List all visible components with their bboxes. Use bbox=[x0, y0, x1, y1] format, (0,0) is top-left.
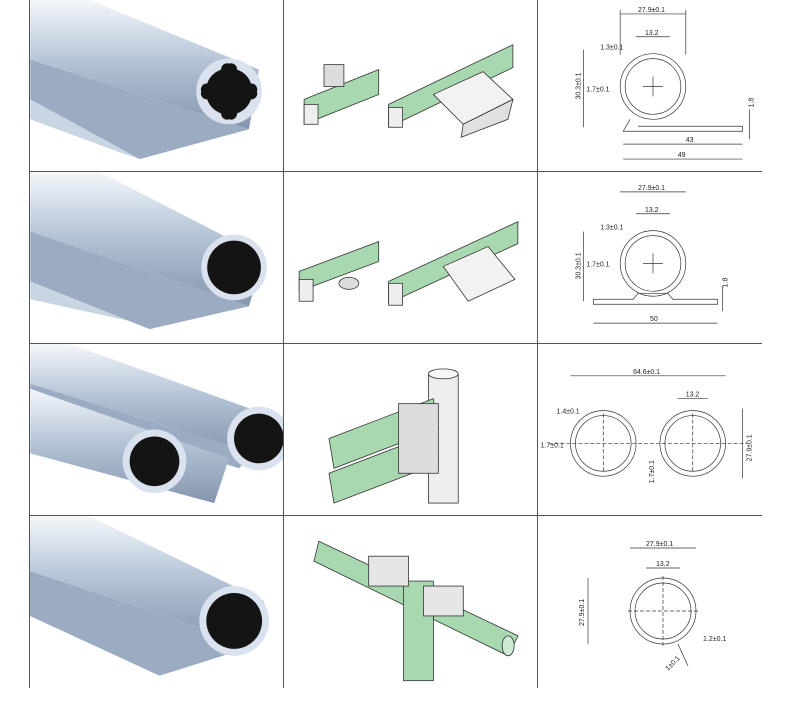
dim-width-b: 49 bbox=[678, 152, 686, 159]
dim-overall: 64.6±0.1 bbox=[633, 369, 660, 376]
dim-slot: 13.2 bbox=[645, 207, 659, 214]
photo-pipe-1 bbox=[30, 0, 284, 172]
diagram-fitting-1 bbox=[284, 0, 538, 172]
dim-height: 27.9±0.1 bbox=[579, 599, 586, 626]
dim-height: 30.3±0.1 bbox=[575, 72, 582, 99]
profile-drawing-3: 64.6±0.1 13.2 1.4±0.1 1.7±0.1 1.7±0.1 27… bbox=[538, 344, 762, 516]
dim-lip: 1.2±0.1 bbox=[703, 636, 726, 643]
diagram-fitting-3 bbox=[284, 344, 538, 516]
profile-drawing-1: 27.9±0.1 13.2 1.3±0.1 1.7±0.1 30.3±0.1 1… bbox=[538, 0, 762, 172]
photo-pipe-4 bbox=[30, 516, 284, 688]
diagram-fitting-2 bbox=[284, 172, 538, 344]
dim-wall: 1.4±0.1 bbox=[557, 409, 580, 416]
dim-outer: 27.9±0.1 bbox=[646, 541, 673, 548]
dim-width-a: 50 bbox=[650, 316, 658, 323]
dim-wall: 1±0.1 bbox=[664, 655, 681, 672]
dim-height: 30.3±0.1 bbox=[575, 252, 582, 279]
profile-drawing-2: 27.9±0.1 13.2 1.3±0.1 1.7±0.1 30.3±0.1 1… bbox=[538, 172, 762, 344]
diagram-fitting-4 bbox=[284, 516, 538, 688]
dim-flange: 1.8 bbox=[723, 278, 730, 288]
dim-slot: 13.2 bbox=[656, 561, 670, 568]
dim-outer: 27.9±0.1 bbox=[638, 7, 665, 14]
dim-wall: 1.3±0.1 bbox=[600, 45, 623, 52]
dim-slot: 13.2 bbox=[686, 392, 700, 399]
dim-slot: 13.2 bbox=[645, 30, 659, 37]
dim-width-a: 43 bbox=[686, 137, 694, 144]
dim-flange: 1.8 bbox=[748, 98, 755, 108]
dim-lip: 1.7±0.1 bbox=[541, 442, 564, 449]
photo-pipe-3 bbox=[30, 344, 284, 516]
photo-pipe-2 bbox=[30, 172, 284, 344]
dim-outer: 27.9±0.1 bbox=[638, 185, 665, 192]
product-grid: 27.9±0.1 13.2 1.3±0.1 1.7±0.1 30.3±0.1 1… bbox=[29, 0, 762, 688]
dim-gap: 1.7±0.1 bbox=[649, 460, 656, 483]
dim-height: 27.9±0.1 bbox=[746, 434, 753, 461]
dim-lip: 1.7±0.1 bbox=[586, 261, 609, 268]
dim-wall: 1.3±0.1 bbox=[600, 225, 623, 232]
dim-lip: 1.7±0.1 bbox=[586, 86, 609, 93]
profile-drawing-4: 27.9±0.1 13.2 27.9±0.1 1.2±0.1 1±0.1 bbox=[538, 516, 762, 688]
